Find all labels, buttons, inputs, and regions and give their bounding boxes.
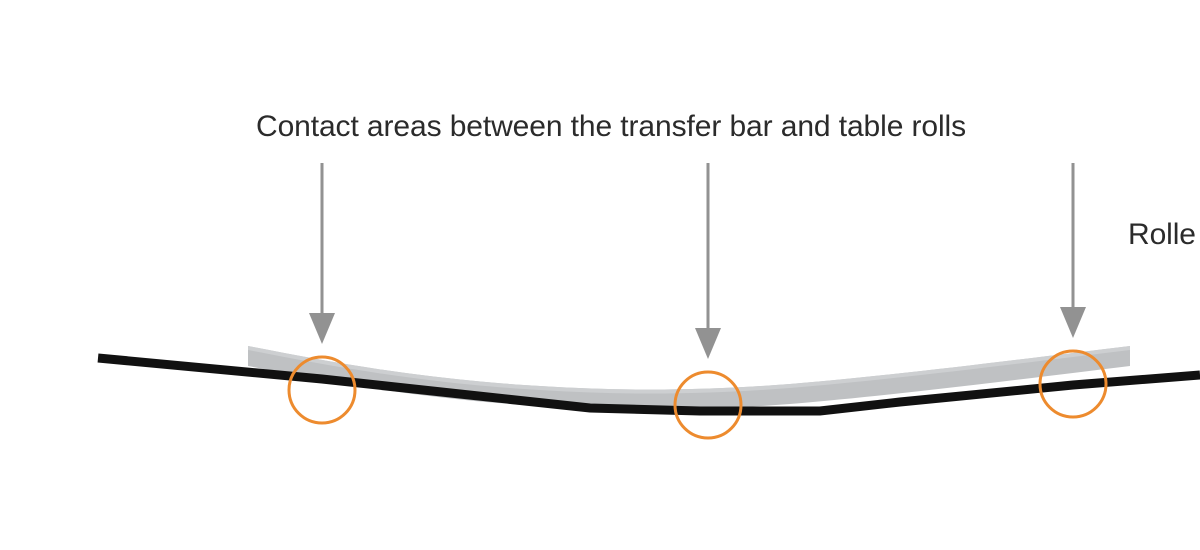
contact-area-circle-3: [1038, 349, 1108, 419]
contact-areas-title-label: Contact areas between the transfer bar a…: [256, 110, 967, 143]
transfer-bar-highlight: [248, 346, 1130, 394]
pointer-arrow-1-head: [309, 313, 335, 344]
pointer-arrow-2: [695, 163, 721, 359]
pointer-arrow-1: [309, 163, 335, 344]
contact-area-circle-2: [673, 370, 743, 440]
roller-label: Rolle: [1128, 218, 1196, 251]
pointer-arrow-2-head: [695, 328, 721, 359]
pointer-arrow-3-head: [1060, 307, 1086, 338]
table-roll-line-group: [97, 353, 1200, 416]
contact-area-circle-1: [287, 355, 357, 425]
pointer-arrows-group: [309, 163, 1086, 359]
table-roll-line: [97, 353, 1200, 416]
pointer-arrow-3: [1060, 163, 1086, 338]
contact-area-highlights-group: [287, 349, 1108, 440]
